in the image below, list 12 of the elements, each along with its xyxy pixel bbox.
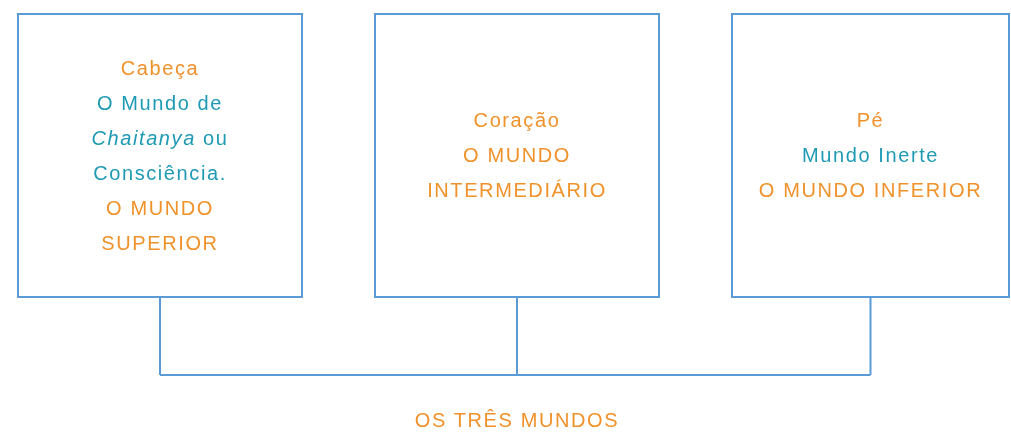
heading-text: O MUNDO INFERIOR — [758, 178, 983, 203]
description-text: O Mundo de Chaitanya ou Consciência. — [90, 90, 230, 186]
heading-text: O MUNDO SUPERIOR — [100, 195, 220, 256]
text-box — [374, 13, 660, 298]
heading-text: O MUNDO INTERMEDIÁRIO — [426, 143, 608, 203]
text-box — [731, 13, 1010, 298]
group-label: OS TRÊS MUNDOS — [414, 408, 620, 432]
heading-text: Pé — [856, 108, 885, 133]
heading-text: Coração — [473, 108, 561, 133]
description-text: Mundo Inerte — [801, 143, 940, 168]
heading-text: Cabeça — [120, 55, 200, 81]
text-box — [17, 13, 303, 298]
